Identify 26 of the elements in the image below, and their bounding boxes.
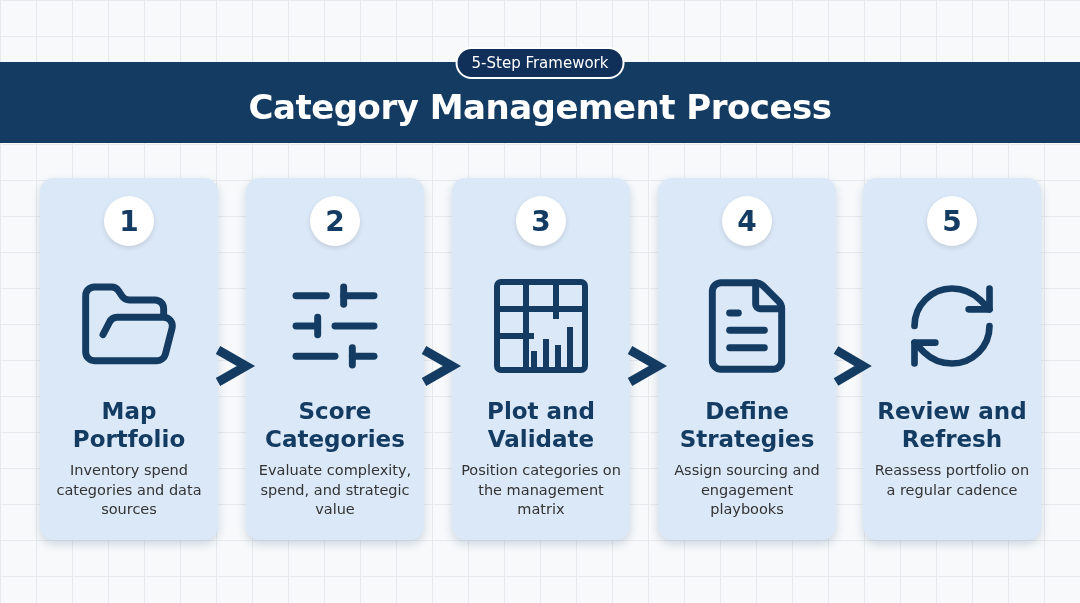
step-title: Define Strategies: [678, 398, 816, 454]
step-number: 1: [104, 196, 154, 246]
chevron-arrow: [421, 346, 462, 386]
chevron-arrow: [215, 346, 256, 386]
framework-badge: 5-Step Framework: [455, 47, 625, 79]
step-number: 3: [516, 196, 566, 246]
step-description: Assign sourcing and engagement playbooks: [673, 461, 821, 520]
step-description: Inventory spend categories and data sources: [55, 461, 203, 520]
step-title: Score Categories: [264, 398, 406, 454]
step-card: [658, 178, 836, 540]
step-number: 5: [927, 196, 977, 246]
step-card: [863, 178, 1041, 540]
step-number: 4: [722, 196, 772, 246]
step-description: Evaluate complexity, spend, and strategic value: [257, 461, 413, 520]
step-number: 2: [310, 196, 360, 246]
step-title: Review and Refresh: [877, 398, 1027, 454]
chevron-arrow: [833, 346, 872, 386]
chevron-arrow: [627, 346, 668, 386]
step-card: [246, 178, 424, 540]
title: Category Management Process: [248, 85, 832, 127]
step-description: Position categories on the management matrix: [460, 461, 622, 520]
step-title: Plot and Validate: [486, 398, 596, 454]
step-card: [40, 178, 218, 540]
step-title: Map Portfolio: [71, 398, 187, 454]
step-description: Reassess portfolio on a regular cadence: [873, 461, 1031, 500]
step-card: [452, 178, 630, 540]
